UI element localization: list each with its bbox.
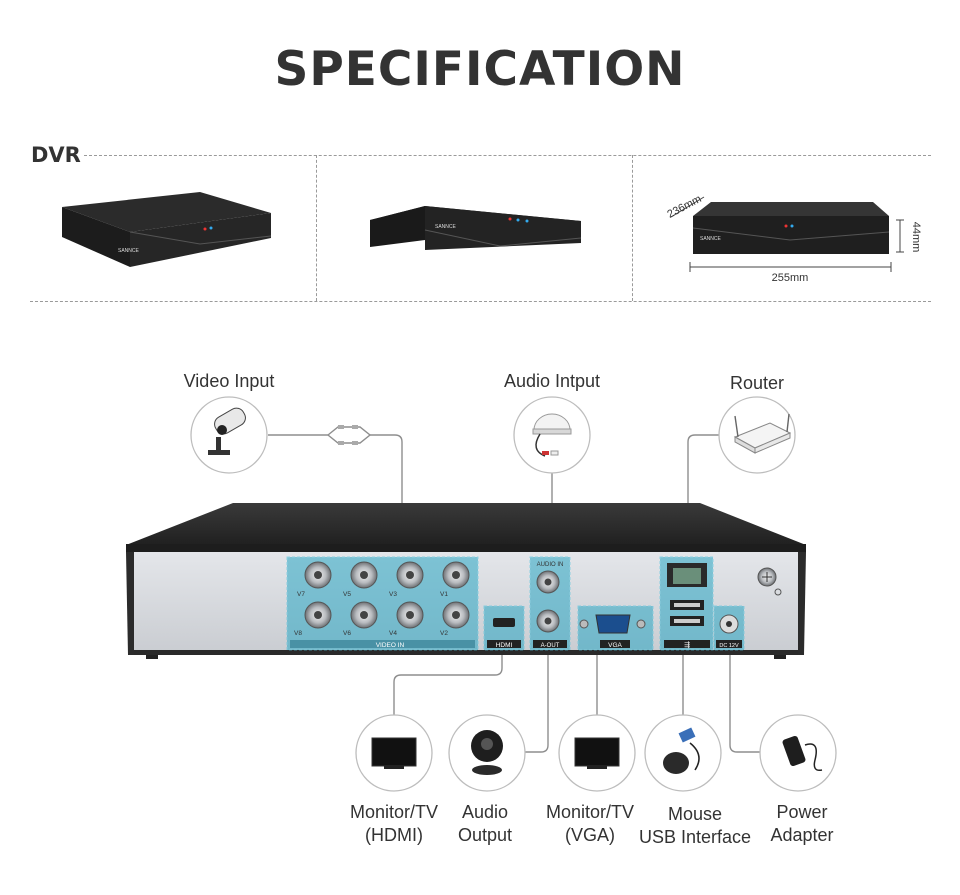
label-line: Output [457, 825, 513, 845]
dvr-rear-panel: V7 V5 V3 V1 V8 V6 V4 V2 VIDEO IN HDMI AU… [126, 503, 806, 659]
page-title: SPECIFICATION [274, 42, 686, 97]
channel-label: V6 [343, 630, 351, 637]
label-audio-input: Audio Intput [503, 371, 601, 391]
channel-label: V1 [440, 591, 448, 598]
label-line: Monitor/TV [349, 802, 439, 822]
power-adapter-icon [759, 714, 837, 792]
audio-in-label: AUDIO IN [537, 562, 564, 568]
hdmi-label: HDMI [496, 642, 513, 649]
a-out-label: A-OUT [541, 643, 560, 649]
dim-height: 44mm [910, 222, 922, 253]
channel-label: V7 [297, 591, 305, 598]
channel-label: V2 [440, 630, 448, 637]
router-icon [718, 396, 796, 474]
label-line: Monitor/TV [545, 802, 635, 822]
vga-label: VGA [608, 642, 622, 649]
video-in-label: VIDEO IN [376, 642, 405, 649]
dvr-brand-3: SANNCE [700, 236, 722, 242]
label-line: Power [776, 802, 828, 822]
speaker-icon [448, 714, 526, 792]
dvr-view-dimensions: SANNCE 255mm 44mm 236mm [665, 193, 922, 284]
label-line: Audio [461, 802, 509, 822]
section-label-dvr: DVR [31, 143, 81, 167]
label-line: (VGA) [564, 825, 615, 845]
channel-label: V4 [389, 630, 397, 637]
bnc-cable-splitter [326, 425, 372, 445]
bnc-ports [304, 561, 470, 629]
mouse-icon [644, 714, 722, 792]
dim-width: 255mm [772, 272, 809, 284]
monitor-hdmi-icon [355, 714, 433, 792]
dvr-brand-2: SANNCE [435, 224, 457, 230]
label-audio-output: Audio Output [435, 801, 535, 847]
channel-label: V8 [294, 630, 302, 637]
dvr-view-side: SANNCE [370, 206, 582, 250]
dc-label: DC 12V [719, 643, 739, 649]
label-line: USB Interface [638, 827, 752, 847]
bottom-divider [30, 301, 931, 302]
label-router: Router [729, 373, 785, 393]
camera-icon [190, 396, 268, 474]
column-divider-2 [632, 155, 633, 301]
label-video-input: Video Input [183, 371, 275, 391]
usb-icon: ⇶ [684, 641, 690, 649]
microphone-icon [513, 396, 591, 474]
dvr-brand-1: SANNCE [118, 248, 140, 254]
column-divider-1 [316, 155, 317, 301]
label-monitor-hdmi: Monitor/TV (HDMI) [334, 801, 454, 847]
top-divider [84, 155, 931, 156]
label-line: Mouse [667, 804, 723, 824]
label-mouse-usb: Mouse USB Interface [630, 803, 760, 849]
monitor-vga-icon [558, 714, 636, 792]
dvr-view-angled: SANNCE [62, 192, 272, 267]
channel-label: V5 [343, 591, 351, 598]
label-line: (HDMI) [365, 825, 423, 845]
channel-label: V3 [389, 591, 397, 598]
label-monitor-vga: Monitor/TV (VGA) [530, 801, 650, 847]
label-power-adapter: Power Adapter [752, 801, 852, 847]
label-line: Adapter [770, 825, 834, 845]
